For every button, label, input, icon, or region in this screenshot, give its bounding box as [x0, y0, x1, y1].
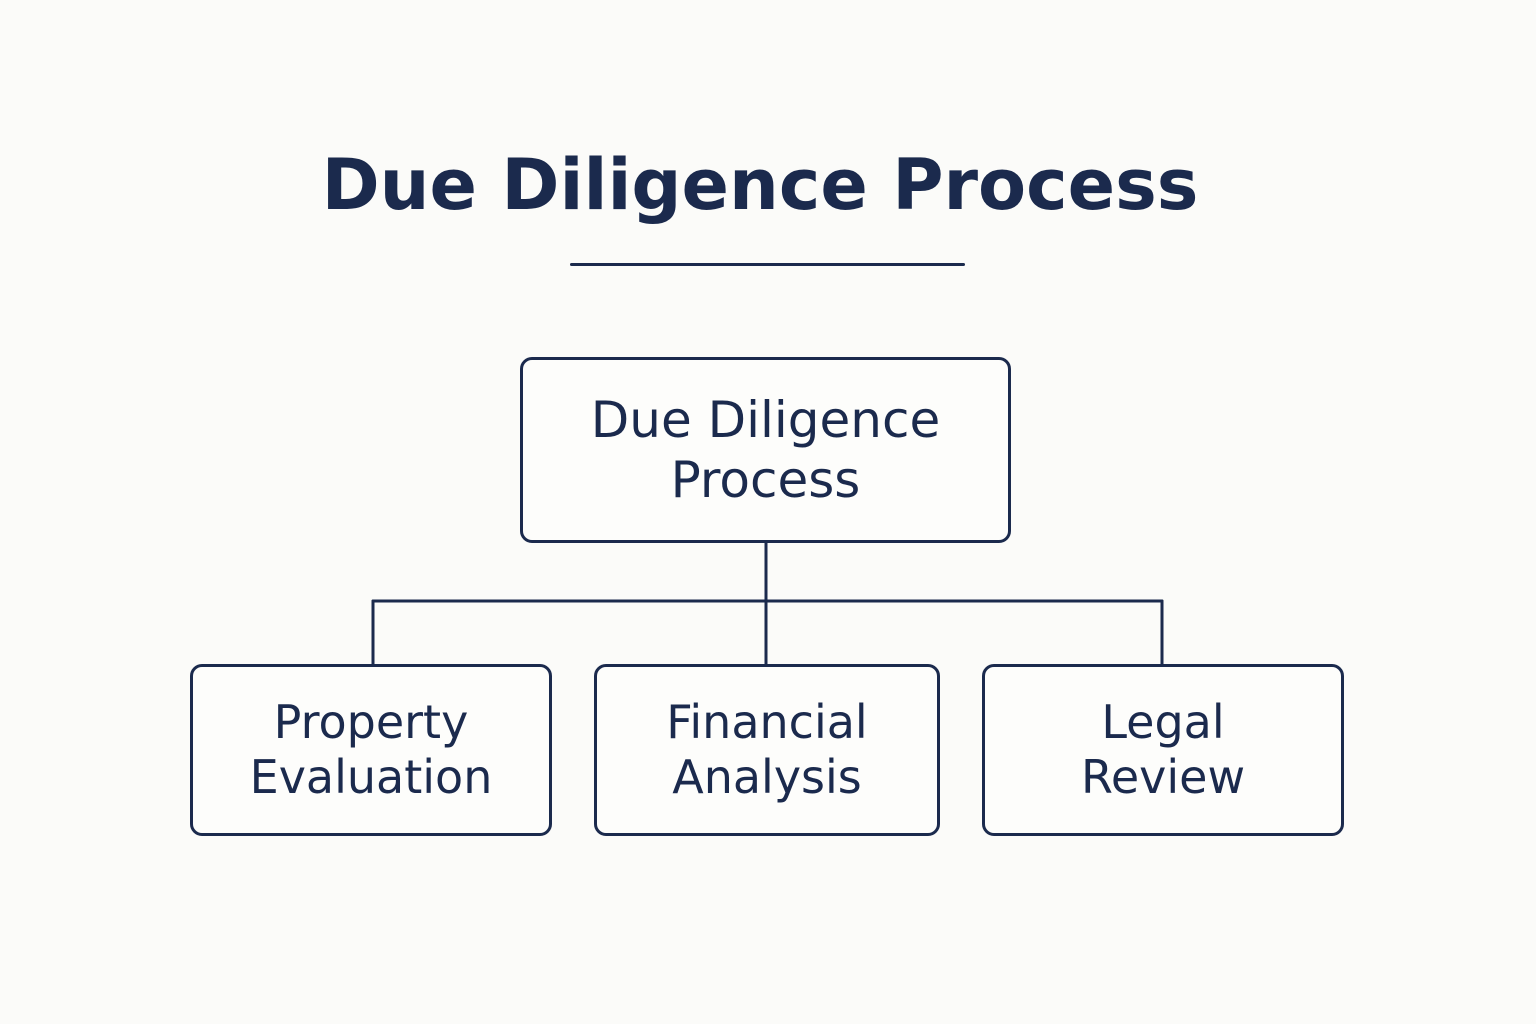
root-node: Due Diligence Process — [520, 357, 1011, 543]
child-node-label: Property Evaluation — [249, 695, 493, 804]
child-node-financial-analysis: Financial Analysis — [594, 664, 940, 836]
child-node-legal-review: Legal Review — [982, 664, 1344, 836]
child-node-label: Financial Analysis — [666, 695, 868, 804]
child-node-label: Legal Review — [1080, 695, 1246, 804]
root-node-label: Due Diligence Process — [590, 391, 941, 509]
child-node-property-evaluation: Property Evaluation — [190, 664, 552, 836]
title-underline — [570, 263, 965, 266]
diagram-title: Due Diligence Process — [321, 144, 1199, 226]
